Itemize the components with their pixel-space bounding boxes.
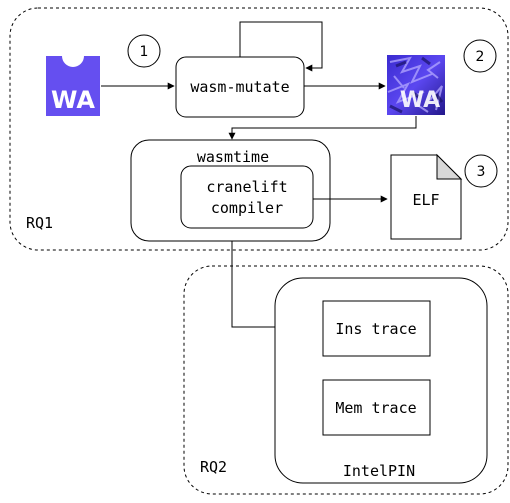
wasm-logo-icon: WA bbox=[46, 56, 100, 116]
ins-trace-label: Ins trace bbox=[335, 320, 416, 338]
rq1-label: RQ1 bbox=[26, 214, 53, 232]
cranelift-label-line1: cranelift bbox=[206, 178, 287, 196]
marker-3: 3 bbox=[464, 154, 498, 188]
cranelift-label-line2: compiler bbox=[211, 199, 283, 217]
wasm-mutant-logo-text: WA bbox=[400, 88, 440, 113]
intelpin-label: IntelPIN bbox=[343, 462, 415, 480]
rq1-group: RQ1 bbox=[9, 7, 509, 251]
ins-trace-node: Ins trace bbox=[322, 300, 431, 357]
elf-file-icon: ELF bbox=[390, 153, 463, 240]
mem-trace-label: Mem trace bbox=[335, 399, 416, 417]
rq2-group: RQ2 bbox=[183, 265, 509, 495]
rq2-label: RQ2 bbox=[200, 458, 227, 476]
mem-trace-node: Mem trace bbox=[322, 379, 431, 436]
marker-1: 1 bbox=[127, 34, 161, 68]
svg-text:1: 1 bbox=[140, 44, 149, 60]
edge-mutant-to-wasmtime bbox=[228, 116, 417, 140]
mutate-loop-edge bbox=[239, 21, 323, 72]
wasm-logo-text: WA bbox=[51, 86, 95, 114]
wasm-mutant-logo-icon: WA bbox=[387, 55, 445, 115]
marker-2: 2 bbox=[463, 39, 497, 73]
wasm-mutate-node: wasm-mutate bbox=[175, 56, 305, 118]
svg-text:2: 2 bbox=[476, 49, 485, 65]
wasm-mutate-label: wasm-mutate bbox=[190, 78, 289, 96]
elf-label: ELF bbox=[412, 191, 439, 209]
svg-text:3: 3 bbox=[477, 164, 486, 180]
wasmtime-label: wasmtime bbox=[197, 148, 269, 166]
edge-wasmtime-to-intelpin bbox=[231, 241, 275, 328]
cranelift-node: cranelift compiler bbox=[180, 165, 314, 229]
